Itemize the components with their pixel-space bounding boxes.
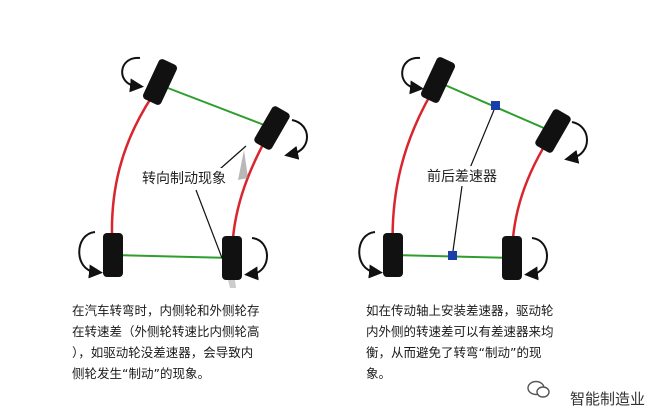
right-leader-line-lower	[452, 185, 463, 252]
left-callout-label: 转向制动现象	[140, 168, 228, 188]
brand-watermark: 智能制造业	[544, 388, 645, 409]
right-rear-outer-wheel	[502, 236, 522, 280]
caption-line: 衡，从而避免了转弯“制动”的现	[366, 345, 542, 360]
caption-line: 侧轮发生“制动”的现象。	[72, 366, 210, 381]
caption-line: ），如驱动轮没差速器，会导致内	[72, 345, 254, 360]
brand-logo-spacer	[544, 391, 566, 407]
right-caption: 如在传动轴上安装差速器，驱动轮 内外侧的转速差可以有差速器来均 衡，从而避免了转…	[366, 300, 616, 384]
left-car-diagram	[78, 56, 308, 288]
caption-line: 如在传动轴上安装差速器，驱动轮	[366, 303, 554, 318]
rotation-arrow-icon	[564, 121, 588, 164]
left-rear-outer-wheel	[222, 236, 242, 280]
left-leader-line-lower	[195, 189, 223, 259]
left-front-inner-wheel	[142, 59, 178, 105]
left-front-axle	[159, 84, 273, 129]
caption-line: 象。	[366, 366, 392, 381]
right-car-diagram	[358, 56, 588, 281]
caption-line: 内外侧的转速差可以有差速器来均	[366, 324, 554, 339]
left-skid-mark	[238, 150, 248, 180]
right-leader-line-upper	[469, 109, 495, 169]
caption-line: 在汽车转弯时，内侧轮和外侧轮存	[72, 303, 260, 318]
right-front-differential	[491, 101, 500, 110]
left-front-outer-wheel	[254, 106, 290, 150]
rotation-arrow-icon	[524, 237, 548, 281]
right-rear-inner-wheel	[383, 233, 403, 277]
rotation-arrow-icon	[244, 237, 268, 281]
left-rear-axle	[112, 254, 233, 259]
right-rear-differential	[448, 251, 457, 260]
caption-line: 在转速差（外侧轮转速比内侧轮高	[72, 324, 260, 339]
left-caption: 在汽车转弯时，内侧轮和外侧轮存 在转速差（外侧轮转速比内侧轮高 ），如驱动轮没差…	[72, 300, 322, 384]
brand-name: 智能制造业	[569, 390, 645, 408]
rotation-arrow-icon	[78, 231, 103, 279]
left-rear-inner-wheel	[103, 233, 123, 277]
rotation-arrow-icon	[401, 56, 424, 95]
rotation-arrow-icon	[358, 231, 383, 279]
rotation-arrow-icon	[284, 119, 308, 160]
right-front-inner-wheel	[420, 57, 456, 103]
wechat-logo-icon	[527, 380, 550, 398]
rotation-arrow-icon	[121, 56, 144, 93]
right-front-outer-wheel	[535, 109, 571, 153]
right-callout-label: 前后差速器	[425, 166, 499, 186]
